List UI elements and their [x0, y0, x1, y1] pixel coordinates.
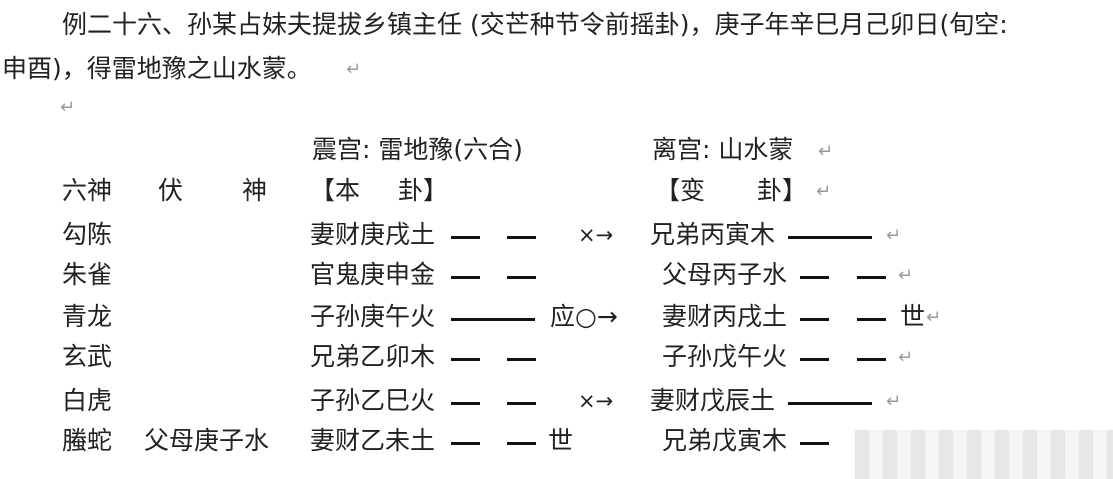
blurred-region [855, 430, 1113, 479]
row-main-line: 妻财乙未土 [310, 426, 436, 455]
yin-line-left [451, 442, 480, 445]
row-main-line: 子孙庚午火 [310, 302, 436, 331]
moving-mark: ×→ [578, 389, 614, 413]
row-spirit: 螣蛇 [62, 426, 113, 455]
yin-line-left [451, 236, 480, 239]
yin-line-right [857, 358, 886, 361]
col-hidden-2: 神 [242, 176, 268, 205]
paragraph-mark: ↵ [926, 307, 942, 328]
yin-line-right [507, 358, 536, 361]
paragraph-mark: ↵ [346, 59, 362, 80]
col-main-close: 卦】 [398, 176, 449, 205]
row-main-line: 妻财庚戌土 [310, 220, 436, 249]
yin-line-right [507, 402, 536, 405]
row-spirit: 白虎 [62, 386, 113, 415]
paragraph-mark: ↵ [898, 265, 914, 286]
yin-line-left [451, 402, 480, 405]
yin-line-left [800, 442, 829, 445]
row-changed-line: 兄弟丙寅木 [650, 220, 776, 249]
col-main-open: 【本 [310, 176, 361, 205]
row-main-line: 子孙乙巳火 [310, 386, 436, 415]
row-spirit: 玄武 [62, 342, 113, 371]
world-marker: 世 [900, 302, 926, 331]
row-changed-line: 妻财丙戌土 [662, 302, 788, 331]
moving-mark: ×→ [578, 223, 614, 247]
yang-line [788, 402, 872, 405]
moving-mark: 应○→ [550, 302, 618, 331]
yang-line [788, 236, 872, 239]
world-marker: 世 [548, 426, 574, 455]
yin-line-right [507, 276, 536, 279]
intro-line-1: 例二十六、孙某占妹夫提拔乡镇主任 (交芒种节令前摇卦)，庚子年辛巳月己卯日(旬空… [62, 10, 1008, 39]
yin-line-right [507, 236, 536, 239]
paragraph-mark: ↵ [886, 391, 902, 412]
paragraph-mark: ↵ [898, 347, 914, 368]
paragraph-mark: ↵ [818, 141, 834, 162]
row-changed-line: 兄弟戊寅木 [662, 426, 788, 455]
yin-line-right [507, 442, 536, 445]
yin-line-left [800, 318, 829, 321]
changed-hexagram-title: 离宫: 山水蒙 [652, 135, 794, 164]
yin-line-left [451, 276, 480, 279]
row-changed-line: 妻财戊辰土 [650, 386, 776, 415]
intro-line-2: 申酉)，得雷地豫之山水蒙。 [2, 54, 312, 83]
col-changed-open: 【变 [655, 176, 706, 205]
yin-line-left [800, 276, 829, 279]
row-spirit: 青龙 [62, 302, 113, 331]
paragraph-mark: ↵ [886, 225, 902, 246]
row-spirit: 朱雀 [62, 260, 113, 289]
row-main-line: 兄弟乙卯木 [310, 342, 436, 371]
row-spirit: 勾陈 [62, 220, 113, 249]
yin-line-right [857, 318, 886, 321]
col-hidden-1: 伏 [158, 176, 184, 205]
row-main-line: 官鬼庚申金 [310, 260, 436, 289]
paragraph-mark: ↵ [60, 97, 76, 118]
col-six-spirits: 六神 [62, 176, 113, 205]
col-changed-close: 卦】 [757, 176, 808, 205]
yin-line-right [857, 276, 886, 279]
yang-line [451, 318, 535, 321]
hidden-spirit: 父母庚子水 [144, 426, 270, 455]
row-changed-line: 父母丙子水 [662, 260, 788, 289]
paragraph-mark: ↵ [816, 181, 832, 202]
main-hexagram-title: 震宫: 雷地豫(六合) [312, 135, 523, 164]
yin-line-left [800, 358, 829, 361]
row-changed-line: 子孙戊午火 [662, 342, 788, 371]
yin-line-left [451, 358, 480, 361]
